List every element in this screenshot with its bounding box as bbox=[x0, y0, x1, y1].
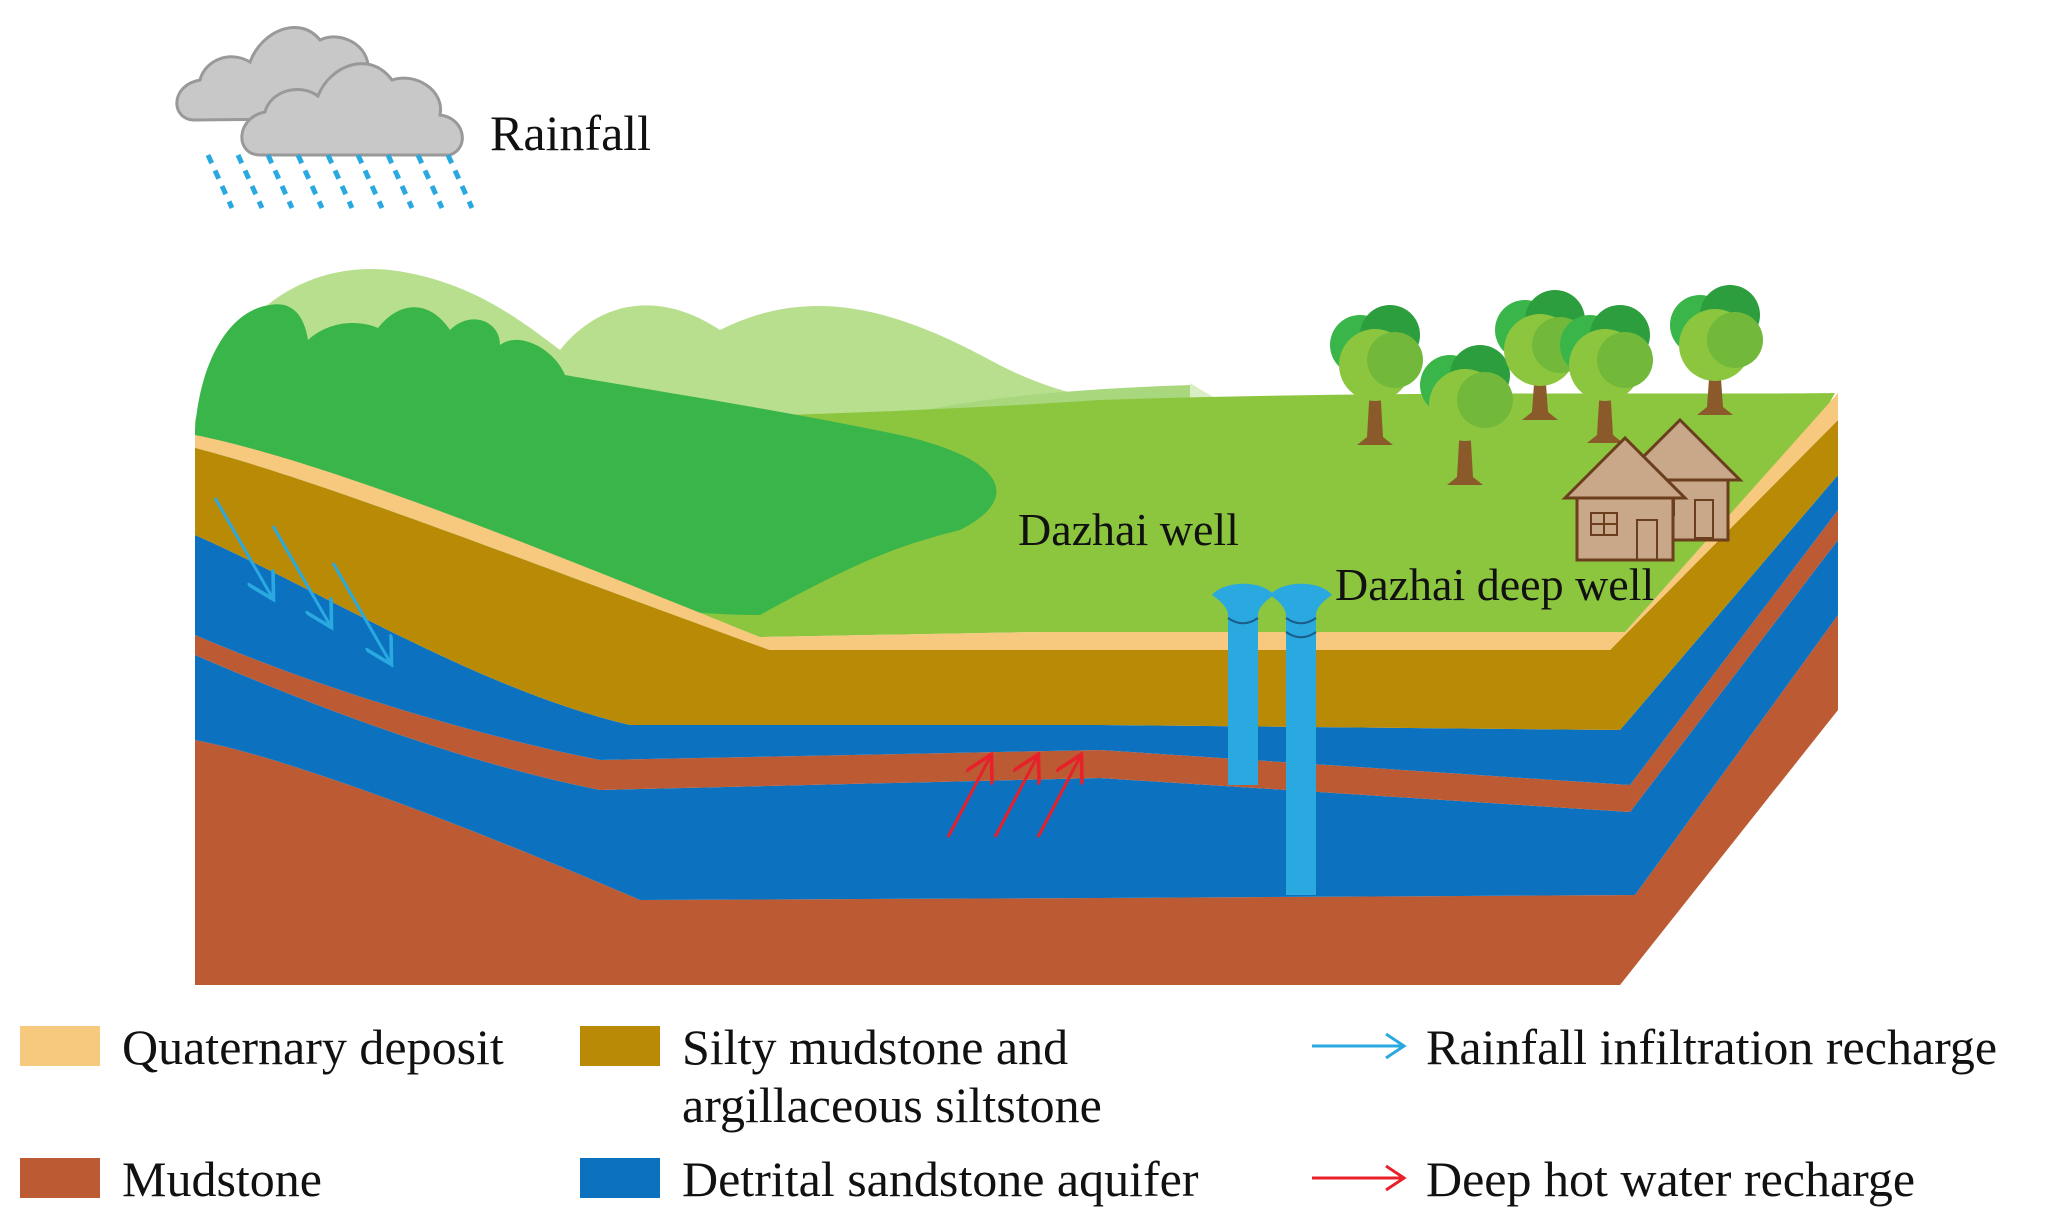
dazhai-well-label: Dazhai well bbox=[1018, 504, 1239, 555]
legend-quaternary-label: Quaternary deposit bbox=[122, 1019, 504, 1075]
legend-sandstone-label: Detrital sandstone aquifer bbox=[682, 1151, 1199, 1207]
house-icon bbox=[1561, 435, 1689, 562]
mudstone-layer-bottom bbox=[195, 615, 1838, 985]
legend-rainfall-recharge-label: Rainfall infiltration recharge bbox=[1426, 1019, 1998, 1075]
legend-silty-label-line2: argillaceous siltstone bbox=[682, 1077, 1102, 1133]
quaternary-swatch bbox=[20, 1026, 100, 1066]
legend-hot-recharge-label: Deep hot water recharge bbox=[1426, 1151, 1916, 1207]
legend: Quaternary deposit Silty mudstone and ar… bbox=[0, 1000, 2067, 1224]
legend-hot-recharge: Deep hot water recharge bbox=[1310, 1150, 1915, 1208]
rain-cloud-icon bbox=[175, 25, 464, 157]
rainfall-infiltration-arrows bbox=[213, 497, 390, 662]
legend-silty-label-line1: Silty mudstone and bbox=[682, 1019, 1069, 1075]
dazhai-well bbox=[1212, 583, 1274, 785]
rain-drops bbox=[205, 153, 475, 210]
dazhai-deep-well bbox=[1270, 583, 1332, 895]
legend-quaternary: Quaternary deposit bbox=[20, 1018, 504, 1076]
dazhai-deep-well-label: Dazhai deep well bbox=[1335, 559, 1654, 610]
deep-hot-water-arrows bbox=[946, 757, 1080, 838]
rainfall-label: Rainfall bbox=[490, 105, 651, 161]
legend-silty: Silty mudstone and argillaceous siltston… bbox=[580, 1018, 1102, 1134]
tree-icon bbox=[1330, 305, 1423, 445]
red-arrow-icon bbox=[1312, 1164, 1407, 1192]
silty-mudstone-layer bbox=[195, 420, 1838, 730]
lower-aquifer-layer bbox=[195, 540, 1838, 900]
forest-area bbox=[195, 304, 997, 615]
silty-swatch bbox=[580, 1026, 660, 1066]
blue-arrow-icon bbox=[1312, 1032, 1407, 1060]
tree-icon bbox=[1420, 345, 1513, 485]
tree-icon bbox=[1670, 285, 1763, 415]
mudstone-swatch bbox=[20, 1158, 100, 1198]
tree-icon bbox=[1560, 305, 1653, 443]
quaternary-deposit-layer bbox=[195, 393, 1838, 650]
legend-mudstone: Mudstone bbox=[20, 1150, 322, 1208]
sandstone-swatch bbox=[580, 1158, 660, 1198]
legend-rainfall-recharge: Rainfall infiltration recharge bbox=[1310, 1018, 1997, 1076]
legend-sandstone: Detrital sandstone aquifer bbox=[580, 1150, 1198, 1208]
legend-mudstone-label: Mudstone bbox=[122, 1151, 322, 1207]
